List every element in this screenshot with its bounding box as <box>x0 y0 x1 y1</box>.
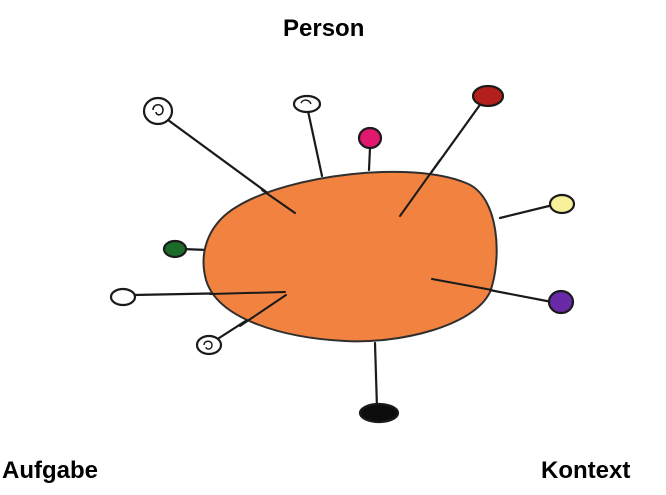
pin-head-purple <box>547 289 575 315</box>
pin-inner-lines <box>209 159 493 327</box>
inner-line-red <box>399 159 441 217</box>
pin-head-white-bottomleft <box>195 334 223 356</box>
pin-line-pink <box>367 146 372 172</box>
pin-head-red <box>471 84 505 108</box>
pin-head-pink <box>357 126 383 150</box>
label-kontext: Kontext <box>541 457 631 484</box>
label-person: Person <box>283 15 365 42</box>
pin-line-black <box>373 341 379 410</box>
pin-head-white-left <box>109 287 137 307</box>
label-aufgabe: Aufgabe <box>2 457 98 484</box>
inner-line-bottomleft <box>239 294 287 327</box>
pin-head-white-top <box>292 94 322 114</box>
pin-head-black <box>358 402 400 424</box>
central-body <box>202 170 498 343</box>
pin-head-white-topleft <box>142 96 174 126</box>
pin-head-yellow <box>548 193 576 215</box>
pin-line-yellow <box>498 203 555 220</box>
inner-line-purple <box>431 278 493 291</box>
inner-line-left <box>209 291 286 295</box>
pin-head-green <box>162 239 188 259</box>
inner-line-topleft <box>261 189 296 214</box>
pin-heads <box>109 84 576 424</box>
pin-line-white-top <box>306 109 324 178</box>
